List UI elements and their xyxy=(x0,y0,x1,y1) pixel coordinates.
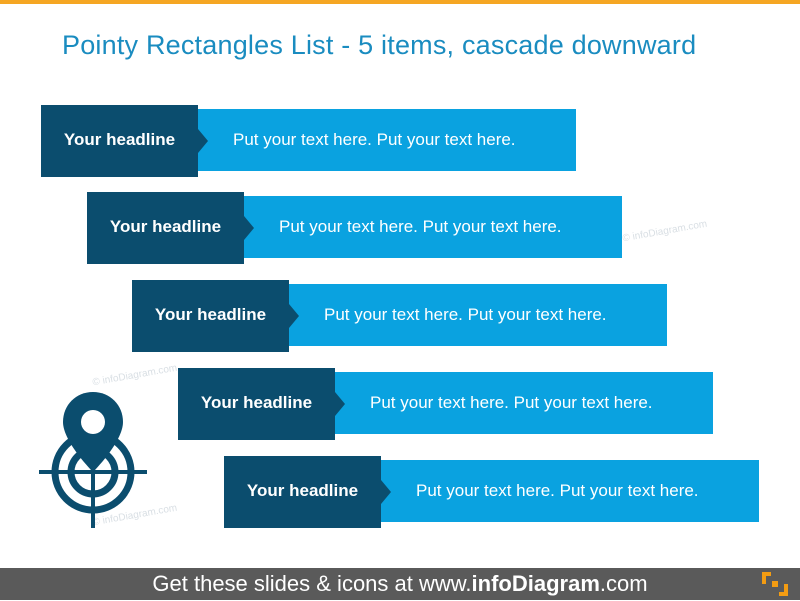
text-box: Put your text here. Put your text here. xyxy=(335,372,713,434)
headline-box: Your headline xyxy=(132,280,299,352)
footer-banner: Get these slides & icons at www.infoDiag… xyxy=(0,568,800,600)
location-pin-target-icon xyxy=(37,390,149,530)
pointer-arrow xyxy=(198,129,208,153)
pointer-arrow xyxy=(289,304,299,328)
top-accent-bar xyxy=(0,0,800,4)
headline-box: Your headline xyxy=(224,456,391,528)
pointer-arrow xyxy=(335,392,345,416)
pointer-arrow xyxy=(381,480,391,504)
item-headline: Your headline xyxy=(246,481,359,500)
text-box: Put your text here. Put your text here. xyxy=(198,109,576,171)
text-box: Put your text here. Put your text here. xyxy=(381,460,759,522)
item-text: Put your text here. Put your text here. xyxy=(279,217,562,236)
item-text: Put your text here. Put your text here. xyxy=(370,393,653,412)
item-headline: Your headline xyxy=(200,393,313,412)
item-headline: Your headline xyxy=(154,305,267,324)
infodiagram-logo-icon xyxy=(762,572,788,596)
footer-brand: infoDiagram xyxy=(471,571,600,596)
pointer-arrow xyxy=(244,216,254,240)
text-box: Put your text here. Put your text here. xyxy=(244,196,622,258)
footer-link[interactable]: Get these slides & icons at www.infoDiag… xyxy=(0,568,800,600)
item-text: Put your text here. Put your text here. xyxy=(233,130,516,149)
footer-suffix: .com xyxy=(599,571,648,596)
headline-box: Your headline xyxy=(87,192,254,264)
item-headline: Your headline xyxy=(109,217,222,236)
text-box: Put your text here. Put your text here. xyxy=(289,284,667,346)
item-text: Put your text here. Put your text here. xyxy=(324,305,607,324)
watermark: © infoDiagram.com xyxy=(91,362,179,389)
headline-box: Your headline xyxy=(178,368,345,440)
item-headline: Your headline xyxy=(63,130,176,149)
slide-title: Pointy Rectangles List - 5 items, cascad… xyxy=(62,30,697,60)
headline-box: Your headline xyxy=(41,105,208,177)
item-text: Put your text here. Put your text here. xyxy=(416,481,699,500)
footer-prefix: Get these slides & icons at www. xyxy=(152,571,472,596)
watermark: © infoDiagram.com xyxy=(621,218,709,245)
